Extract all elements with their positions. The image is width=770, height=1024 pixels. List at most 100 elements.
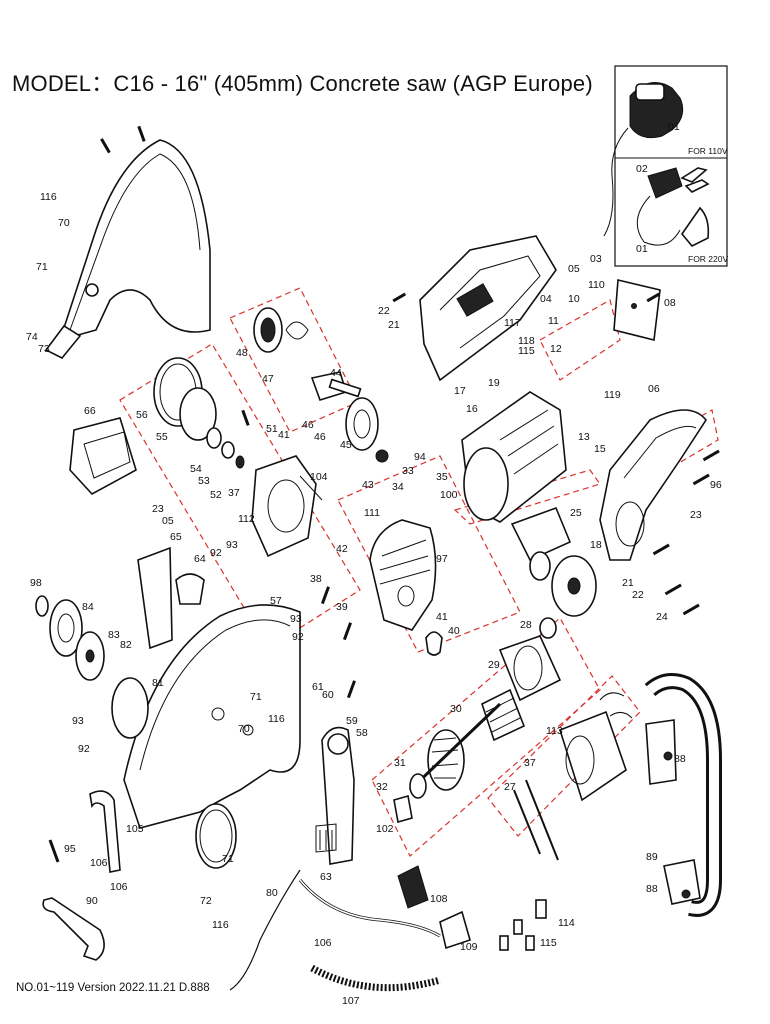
part-number-callout: 46	[314, 431, 326, 443]
through-bolts	[513, 779, 559, 861]
part-number-callout: 06	[648, 383, 660, 395]
rear-handle	[599, 409, 707, 561]
part-number-callout: 37	[228, 487, 240, 499]
part-number-callout: 04	[540, 293, 552, 305]
part-number-callout: 111	[364, 507, 380, 519]
part-number-callout: 84	[82, 601, 94, 613]
part-number-callout: 109	[460, 941, 478, 953]
bearing-housing	[498, 617, 562, 702]
part-number-callout: 64	[194, 553, 206, 565]
part-number-callout: 37	[524, 757, 536, 769]
part-number-callout: 65	[170, 531, 182, 543]
part-number-callout: 106	[90, 857, 108, 869]
wheel-carrier	[510, 506, 597, 617]
part-number-callout: 82	[120, 639, 132, 651]
terminal-connectors	[499, 899, 547, 951]
upper-blade-guard	[44, 139, 211, 360]
part-number-callout: 13	[578, 431, 590, 443]
part-number-callout: 18	[590, 539, 602, 551]
part-number-callout: 05	[162, 515, 174, 527]
part-number-callout: 22	[378, 305, 390, 317]
part-number-callout: 104	[310, 471, 328, 483]
part-number-callout: 02	[636, 163, 648, 175]
part-number-callout: 32	[376, 781, 388, 793]
part-number-callout: 72	[200, 895, 212, 907]
seal-ring-set	[153, 357, 245, 469]
part-number-callout: 52	[210, 489, 222, 501]
part-number-callout: 98	[30, 577, 42, 589]
part-number-callout: 46	[302, 419, 314, 431]
part-number-callout: 15	[594, 443, 606, 455]
part-number-callout: 33	[402, 465, 414, 477]
part-number-callout: 89	[646, 851, 658, 863]
part-number-callout: 92	[292, 631, 304, 643]
part-number-callout: 40	[448, 625, 460, 637]
part-number-callout: 105	[126, 823, 144, 835]
part-number-callout: 93	[290, 613, 302, 625]
part-number-callout: 112	[238, 513, 255, 525]
part-number-callout: 44	[330, 367, 342, 379]
part-number-callout: 34	[392, 481, 404, 493]
part-number-callout: 115	[540, 937, 557, 949]
part-number-callout: 70	[238, 723, 250, 735]
part-number-callout: 106	[314, 937, 332, 949]
part-number-callout: 100	[440, 489, 458, 501]
part-number-callout: 01	[636, 243, 648, 255]
part-number-callout: 16	[466, 403, 478, 415]
part-number-callout: 116	[268, 713, 285, 725]
part-number-callout: 27	[504, 781, 516, 793]
part-number-callout: 70	[58, 217, 70, 229]
gear-cover	[369, 519, 443, 656]
water-hose-kit	[229, 865, 471, 992]
part-number-callout: 119	[604, 389, 621, 401]
guard-bracket	[137, 546, 205, 650]
part-number-callout: 107	[342, 995, 360, 1007]
plug-110v-icon	[603, 82, 684, 237]
part-number-callout: 29	[488, 659, 500, 671]
part-number-callout: 35	[436, 471, 448, 483]
part-number-callout: 21	[622, 577, 634, 589]
motor-stator	[461, 391, 567, 523]
main-blade-guard	[123, 604, 301, 869]
part-number-callout: 108	[430, 893, 448, 905]
switch-bracket	[613, 279, 661, 341]
part-number-callout: 05	[568, 263, 580, 275]
armature	[393, 688, 526, 824]
part-number-callout: 96	[710, 479, 722, 491]
part-number-callout: 30	[450, 703, 462, 715]
fastener-screws	[100, 125, 720, 699]
gearbox-housing	[251, 455, 323, 558]
motor-handle-housing	[419, 235, 557, 382]
depth-bracket	[315, 726, 355, 865]
part-number-callout: 93	[72, 715, 84, 727]
plug-220v-icon	[636, 167, 710, 247]
part-number-callout: 57	[270, 595, 282, 607]
part-number-callout: 48	[236, 347, 248, 359]
part-number-callout: 71	[36, 261, 48, 273]
part-number-callout: 61	[312, 681, 324, 693]
part-number-callout: 03	[590, 253, 602, 265]
part-number-callout: 12	[550, 343, 562, 355]
part-number-callout: 106	[110, 881, 128, 893]
part-number-callout: 95	[64, 843, 76, 855]
voltage-note: FOR 110V	[688, 146, 728, 156]
part-number-callout: 22	[632, 589, 644, 601]
part-number-callout: 90	[86, 895, 98, 907]
part-number-callout: 47	[262, 373, 274, 385]
part-number-callout: 66	[84, 405, 96, 417]
plug-inset-box	[603, 65, 728, 267]
part-number-callout: 83	[108, 629, 120, 641]
part-number-callout: 11	[548, 315, 559, 327]
part-number-callout: 71	[222, 853, 234, 865]
tools	[42, 790, 121, 961]
front-handle-bar	[644, 673, 722, 917]
part-number-callout: 17	[454, 385, 466, 397]
part-number-callout: 92	[210, 547, 222, 559]
part-number-callout: 53	[198, 475, 210, 487]
dust-port	[69, 417, 137, 496]
part-number-callout: 56	[136, 409, 148, 421]
part-number-callout: 88	[646, 883, 658, 895]
part-number-callout: 71	[250, 691, 262, 703]
